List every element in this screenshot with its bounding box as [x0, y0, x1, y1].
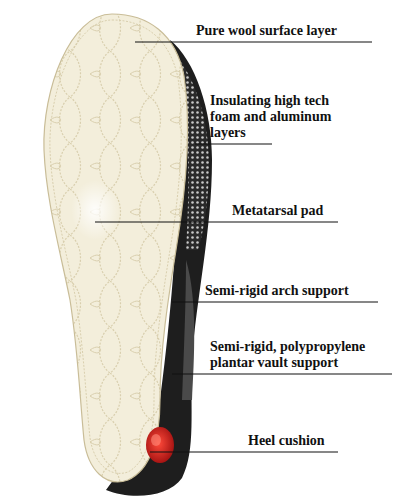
- callout-label: Heel cushion: [248, 433, 388, 449]
- vault-support: [182, 260, 194, 400]
- callout-label: Metatarsal pad: [232, 203, 382, 219]
- callout-label: Semi-rigid arch support: [205, 283, 385, 299]
- leader-line: [95, 221, 338, 222]
- metatarsal-pad: [71, 180, 119, 240]
- leader-line: [172, 301, 378, 302]
- callout-label: Insulating high tech foam and aluminum l…: [210, 93, 360, 141]
- callout-label: Pure wool surface layer: [196, 23, 376, 39]
- stitching: [50, 20, 181, 473]
- leader-line: [172, 373, 392, 374]
- leader-line: [150, 451, 338, 452]
- heel-cushion: [146, 427, 174, 463]
- leader-line: [195, 143, 272, 144]
- leader-line: [135, 41, 372, 42]
- callout-label: Semi-rigid, polypropylene plantar vault …: [210, 339, 400, 371]
- leader-lines: [95, 42, 392, 452]
- wool-surface: [44, 14, 188, 482]
